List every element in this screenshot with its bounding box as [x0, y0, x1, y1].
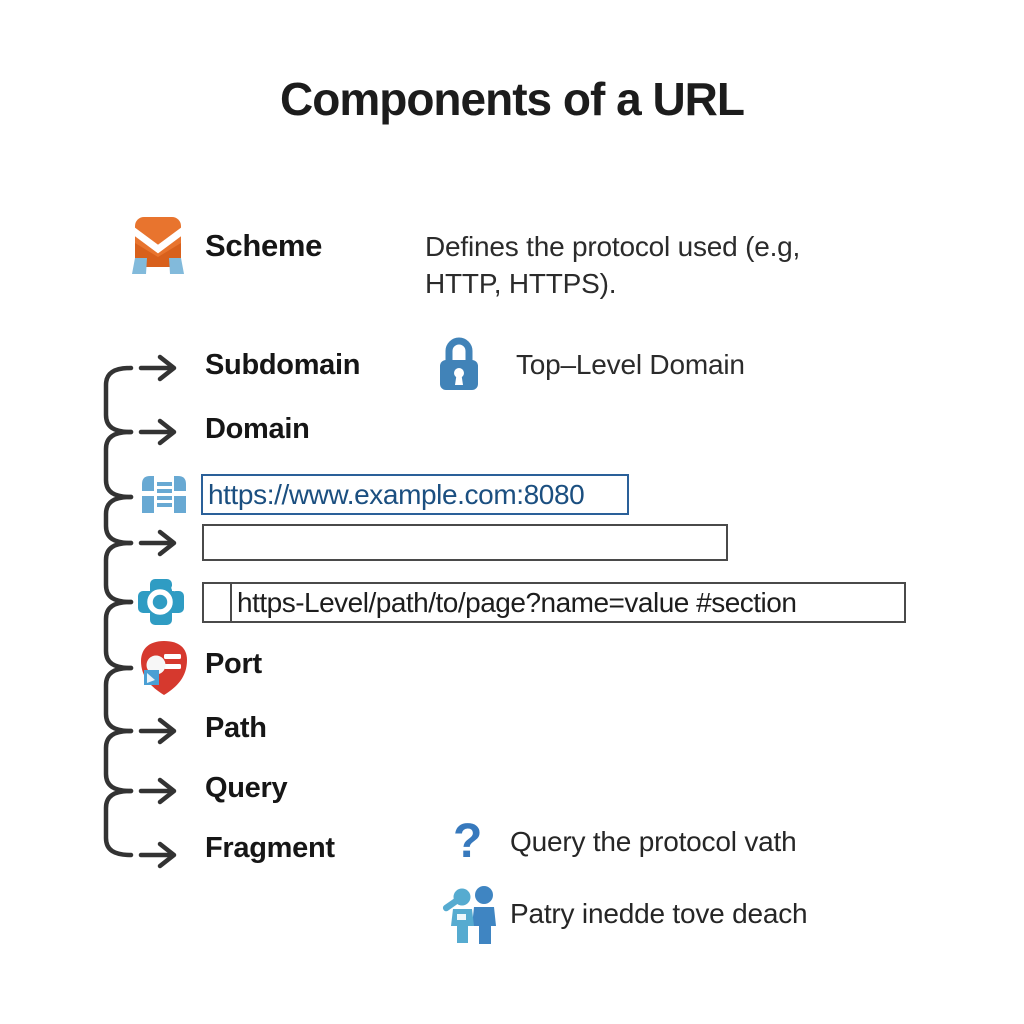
- document-icon: [142, 476, 186, 513]
- path-label: Path: [205, 712, 267, 744]
- path-box-left-cell: [204, 584, 232, 621]
- audience-note: Patry inedde tove deach: [510, 898, 808, 929]
- arrow-icon: [138, 529, 177, 557]
- question-mark-icon: ?: [453, 815, 483, 868]
- people-icon: [442, 886, 496, 944]
- mail-scheme-icon: [128, 217, 188, 274]
- query-label: Query: [205, 772, 288, 804]
- arrow-icon: [138, 354, 177, 382]
- arrow-icon: [138, 777, 177, 805]
- subdomain-label: Subdomain: [205, 349, 361, 381]
- fragment-label: Fragment: [205, 832, 335, 864]
- scheme-description: Defines the protocol used (e.g, HTTP, HT…: [425, 231, 801, 299]
- domain-label: Domain: [205, 413, 310, 445]
- query-note: Query the protocol vath: [510, 826, 797, 857]
- scheme-label: Scheme: [205, 228, 323, 263]
- authority-url-text: https://www.example.com:8080: [208, 478, 585, 510]
- full-path-text: https-Level/path/to/page?name=value #sec…: [237, 586, 797, 618]
- lock-icon: [440, 337, 478, 390]
- port-badge-icon: [141, 641, 187, 695]
- empty-input-box: [202, 524, 728, 561]
- search-cross-icon: [138, 579, 184, 625]
- arrow-icon: [138, 418, 177, 446]
- full-path-box: https-Level/path/to/page?name=value #sec…: [202, 582, 906, 623]
- arrow-icon: [138, 717, 177, 745]
- authority-url-box: https://www.example.com:8080: [201, 474, 629, 515]
- tld-label: Top–Level Domain: [516, 349, 745, 380]
- page-title: Components of a URL: [280, 73, 745, 125]
- port-label: Port: [205, 648, 262, 680]
- arrow-icon: [138, 841, 177, 869]
